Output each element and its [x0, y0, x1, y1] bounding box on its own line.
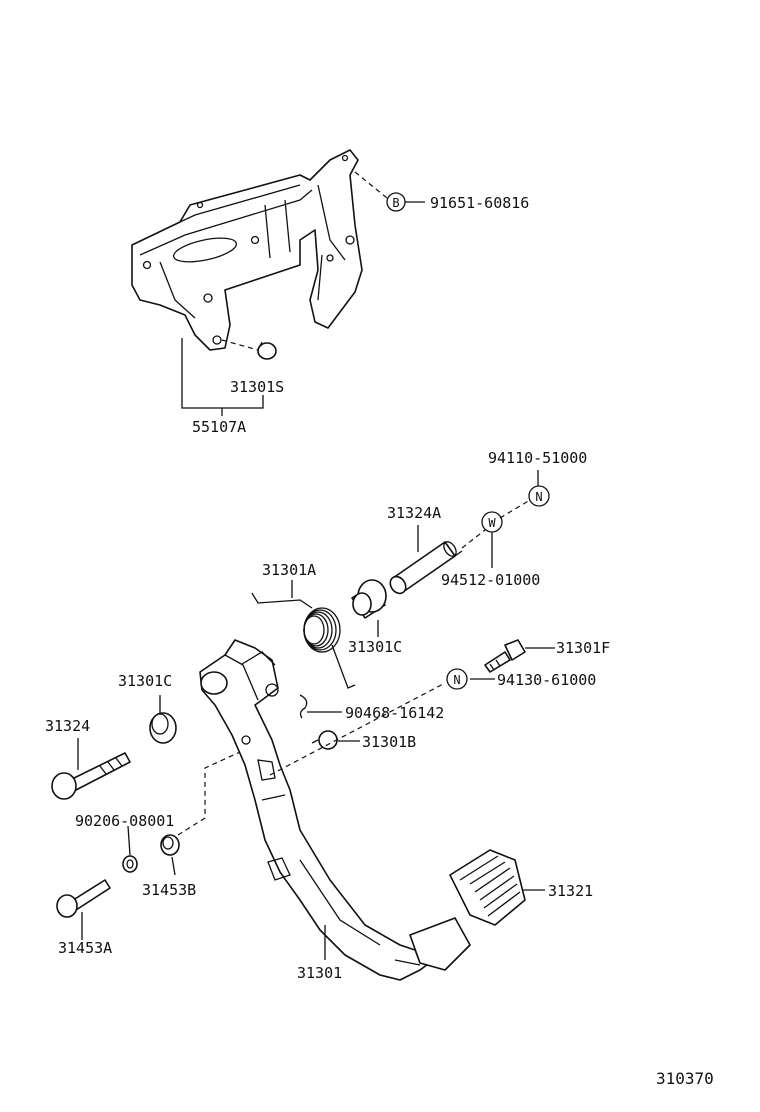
label-31453A: 31453A	[58, 939, 112, 957]
label-31301B: 31301B	[362, 733, 416, 751]
brake-pedal-arm-31301	[199, 639, 441, 981]
callout-N-mid: N	[446, 668, 468, 690]
label-31321: 31321	[548, 882, 593, 900]
bushing-31301C-left	[149, 712, 177, 744]
callout-W: W	[481, 511, 503, 533]
svg-text:W: W	[488, 516, 496, 530]
svg-text:N: N	[535, 490, 542, 504]
pedal-support-bracket	[131, 149, 363, 351]
pivot-bolt-31324	[51, 752, 131, 800]
label-31324: 31324	[45, 717, 90, 735]
return-spring-31301A	[251, 592, 356, 689]
bolt-31301F	[484, 639, 526, 673]
label-31301C-right: 31301C	[348, 638, 402, 656]
svg-text:B: B	[392, 196, 399, 210]
nut-31453B	[160, 834, 180, 856]
label-31301: 31301	[297, 964, 342, 982]
label-31453B: 31453B	[142, 881, 196, 899]
label-31301C-left: 31301C	[118, 672, 172, 690]
label-31301A: 31301A	[262, 561, 316, 579]
label-91651-60816: 91651-60816	[430, 194, 529, 212]
pedal-pad-plate	[409, 917, 471, 971]
bracket-pin-31301S	[257, 341, 277, 360]
label-55107A: 55107A	[192, 418, 246, 436]
clip-90468	[299, 694, 308, 719]
callout-B: B	[386, 192, 406, 212]
bolt-31453A	[56, 879, 111, 918]
label-94110-51000: 94110-51000	[488, 449, 587, 467]
collar-tube-31324A	[389, 541, 463, 595]
pedal-pad-31321	[449, 849, 526, 926]
label-94130-61000: 94130-61000	[497, 671, 596, 689]
washer-90206	[122, 855, 138, 873]
pin-31301B	[311, 730, 338, 750]
callout-N-top: N	[528, 485, 550, 507]
label-94512-01000: 94512-01000	[441, 571, 540, 589]
label-90468-16142: 90468-16142	[345, 704, 444, 722]
bushing-31301C-right	[351, 579, 387, 619]
label-31301F: 31301F	[556, 639, 610, 657]
label-90206-08001: 90206-08001	[75, 812, 174, 830]
figure-code: 310370	[656, 1069, 714, 1088]
label-31324A: 31324A	[387, 504, 441, 522]
svg-text:N: N	[453, 673, 460, 687]
label-31301S: 31301S	[230, 378, 284, 396]
